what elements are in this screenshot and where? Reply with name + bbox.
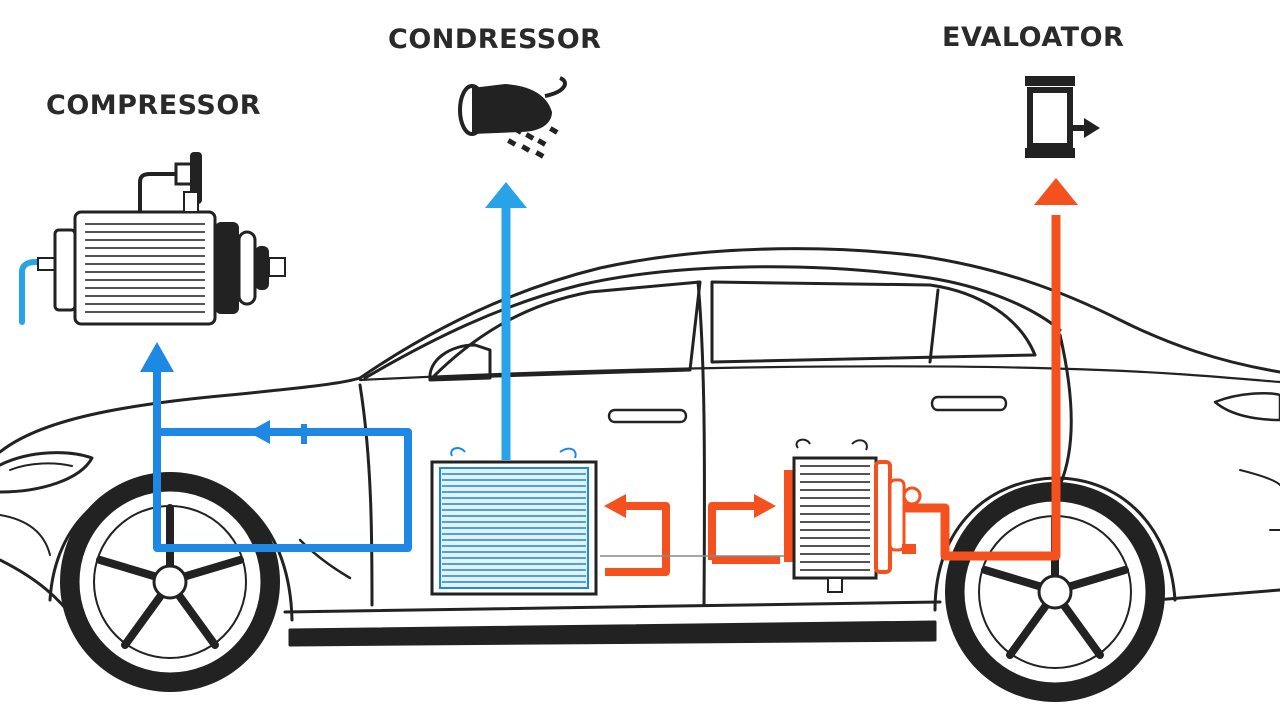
- condenser-label: CONDRESSOR: [388, 24, 602, 55]
- condenser-up-arrow: [485, 182, 527, 208]
- evaporator-up-arrow: [1034, 178, 1078, 205]
- compressor-label: COMPRESSOR: [46, 90, 262, 121]
- evaporator-label: EVALOATOR: [942, 22, 1125, 53]
- compressor-unit-icon: [19, 152, 286, 326]
- evaporator-arrow-icon: [1025, 76, 1100, 158]
- hot-refrigerant-line: [605, 215, 1061, 576]
- condenser-unit: [430, 447, 598, 596]
- front-wheel: [60, 472, 280, 692]
- compressor-inlet-arrow: [140, 342, 174, 372]
- evaporator-unit: [784, 438, 922, 593]
- hot-return-arrow: [604, 494, 626, 518]
- cold-refrigerant-line: [153, 370, 412, 552]
- condenser-spray-icon: [458, 76, 567, 159]
- return-flow-arrow: [248, 420, 270, 444]
- hot-forward-arrow: [754, 494, 776, 518]
- car-outline: [0, 247, 1280, 647]
